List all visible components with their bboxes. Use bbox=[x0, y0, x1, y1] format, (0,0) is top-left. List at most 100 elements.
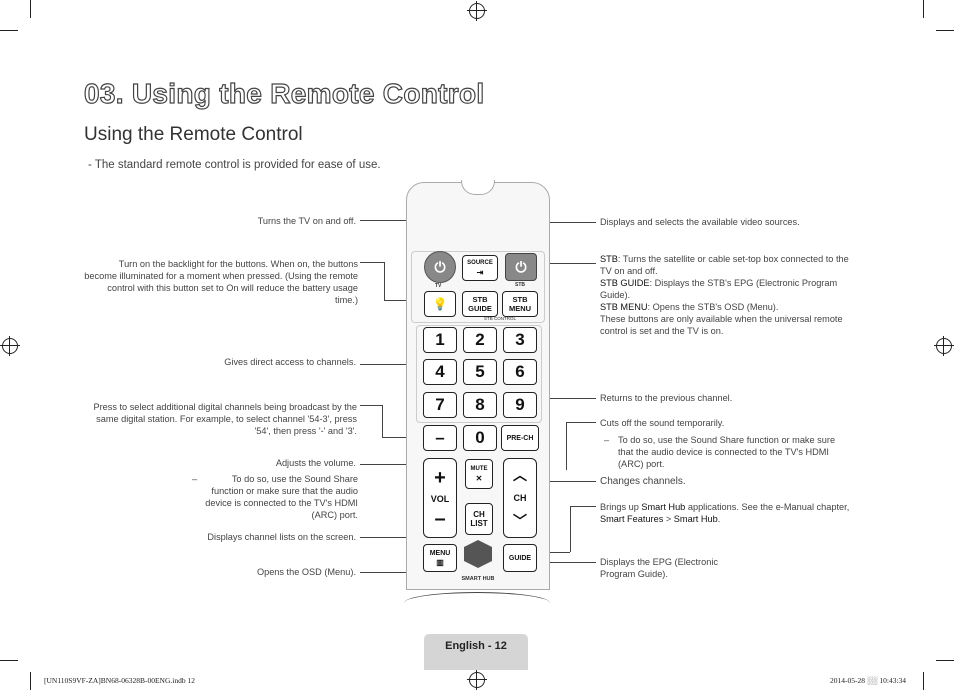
remote-control: ⏻ TV SOURCE ⇥ ⏻ STB 💡 STB GUIDE STB MENU… bbox=[406, 180, 550, 590]
file-name: [UN110S9VF-ZA]BN68-06328B-00ENG.indb 12 bbox=[44, 676, 195, 685]
ch-label: CH bbox=[513, 493, 527, 503]
annotation-guide: Displays the EPG (Electronic Program Gui… bbox=[600, 557, 718, 579]
guide-button[interactable]: GUIDE bbox=[503, 544, 537, 572]
leader-line bbox=[566, 422, 596, 423]
key-0[interactable]: 0 bbox=[463, 425, 497, 451]
section-heading: Using the Remote Control bbox=[84, 124, 303, 145]
menu-label: MENU bbox=[429, 550, 451, 557]
mute-button[interactable]: MUTE ✕ bbox=[465, 459, 493, 489]
volume-down-icon: – bbox=[434, 508, 446, 530]
power-button[interactable]: ⏻ bbox=[424, 251, 456, 283]
annotation-channel-list: Displays channel lists on the screen. bbox=[207, 532, 356, 542]
stb-label: STB bbox=[515, 282, 525, 288]
crop-mark bbox=[0, 660, 18, 661]
crop-mark bbox=[30, 672, 31, 690]
key-7[interactable]: 7 bbox=[423, 392, 457, 418]
top-panel bbox=[411, 251, 545, 323]
source-label: SOURCE bbox=[467, 260, 493, 266]
chevron-down-icon: ﹀ bbox=[513, 513, 527, 529]
crop-mark bbox=[923, 672, 924, 690]
crop-mark bbox=[936, 660, 954, 661]
ir-window bbox=[461, 180, 495, 195]
volume-rocker[interactable]: + VOL – bbox=[423, 458, 457, 538]
annotation-volume: Adjusts the volume. bbox=[275, 458, 356, 468]
remote-cut-line bbox=[404, 592, 550, 603]
vol-label: VOL bbox=[430, 494, 450, 504]
leader-line bbox=[536, 562, 596, 563]
ch-list-button[interactable]: CH LIST bbox=[465, 503, 493, 535]
mute-icon: ✕ bbox=[475, 474, 483, 483]
registration-mark-icon bbox=[934, 336, 954, 356]
leader-line bbox=[360, 537, 440, 538]
volume-up-icon: + bbox=[434, 467, 446, 489]
annotation-pre-ch: Returns to the previous channel. bbox=[600, 393, 733, 403]
source-button[interactable]: SOURCE ⇥ bbox=[462, 255, 498, 281]
crop-mark bbox=[923, 0, 924, 18]
pre-ch-button[interactable]: PRE-CH bbox=[501, 425, 539, 451]
stb-control-label: STB CONTROL bbox=[483, 316, 516, 321]
annotation-stb: STB: Turns the satellite or cable set-to… bbox=[600, 254, 849, 336]
annotation-backlight: Turn on the backlight for the buttons. W… bbox=[84, 259, 358, 305]
leader-line bbox=[536, 263, 596, 264]
menu-icon: ▥ bbox=[436, 558, 444, 567]
leader-line bbox=[382, 405, 383, 437]
smart-hub-button[interactable] bbox=[464, 540, 492, 568]
menu-button[interactable]: MENU ▥ bbox=[423, 544, 457, 572]
annotation-power: Turns the TV on and off. bbox=[257, 216, 356, 226]
key-1[interactable]: 1 bbox=[423, 327, 457, 353]
annotation-source: Displays and selects the available video… bbox=[600, 217, 800, 227]
leader-line bbox=[382, 437, 422, 438]
stb-menu-button[interactable]: STB MENU bbox=[502, 291, 538, 317]
annotation-menu: Opens the OSD (Menu). bbox=[256, 567, 356, 577]
chevron-up-icon: ︿ bbox=[513, 467, 527, 483]
page-number-tab: English - 12 bbox=[424, 634, 528, 670]
annotation-mute: Cuts off the sound temporarily. bbox=[600, 418, 725, 428]
channel-rocker[interactable]: ︿ CH ﹀ bbox=[503, 458, 537, 538]
annotation-mute-note: –To do so, use the Sound Share function … bbox=[604, 435, 836, 469]
stb-power-button[interactable]: ⏻ bbox=[505, 253, 537, 281]
annotation-volume-note: –To do so, use the Sound Share function … bbox=[192, 474, 358, 520]
backlight-button[interactable]: 💡 bbox=[424, 291, 456, 317]
page-title: 03. Using the Remote Control bbox=[83, 77, 485, 109]
dash-button[interactable]: – bbox=[423, 425, 457, 451]
key-2[interactable]: 2 bbox=[463, 327, 497, 353]
registration-mark-icon bbox=[467, 1, 487, 21]
key-3[interactable]: 3 bbox=[503, 327, 537, 353]
crop-mark bbox=[936, 30, 954, 31]
leader-line bbox=[570, 506, 571, 552]
key-6[interactable]: 6 bbox=[503, 359, 537, 385]
annotation-number-keys: Gives direct access to channels. bbox=[224, 357, 356, 367]
print-date: 2014-05-28 ░░ 10:43:34 bbox=[830, 676, 907, 685]
leader-line bbox=[536, 398, 596, 399]
registration-mark-icon bbox=[467, 670, 487, 690]
leader-line bbox=[360, 405, 382, 406]
annotation-dash: Press to select additional digital chann… bbox=[93, 402, 357, 436]
leader-line bbox=[360, 464, 420, 465]
annotation-smart-hub: Brings up Smart Hub applications. See th… bbox=[600, 502, 850, 524]
key-4[interactable]: 4 bbox=[423, 359, 457, 385]
mute-label: MUTE bbox=[470, 466, 488, 472]
registration-mark-icon bbox=[0, 336, 20, 356]
intro-text: - The standard remote control is provide… bbox=[88, 159, 381, 171]
power-icon: ⏻ bbox=[515, 258, 527, 275]
tv-label: TV bbox=[435, 283, 442, 289]
leader-line bbox=[384, 300, 420, 301]
leader-line bbox=[360, 572, 420, 573]
smart-hub-label: SMART HUB bbox=[461, 576, 495, 582]
power-icon: ⏻ bbox=[434, 258, 446, 275]
crop-mark bbox=[0, 30, 18, 31]
leader-line bbox=[360, 364, 418, 365]
key-9[interactable]: 9 bbox=[503, 392, 537, 418]
keypad-panel bbox=[416, 325, 542, 423]
stb-guide-button[interactable]: STB GUIDE bbox=[462, 291, 498, 317]
leader-line bbox=[360, 220, 416, 221]
key-5[interactable]: 5 bbox=[463, 359, 497, 385]
leader-line bbox=[360, 262, 384, 263]
crop-mark bbox=[30, 0, 31, 18]
input-icon: ⇥ bbox=[476, 268, 484, 277]
lightbulb-icon: 💡 bbox=[432, 297, 448, 311]
key-8[interactable]: 8 bbox=[463, 392, 497, 418]
leader-line bbox=[570, 506, 596, 507]
annotation-channel: Changes channels. bbox=[600, 476, 686, 487]
leader-line bbox=[548, 481, 596, 482]
